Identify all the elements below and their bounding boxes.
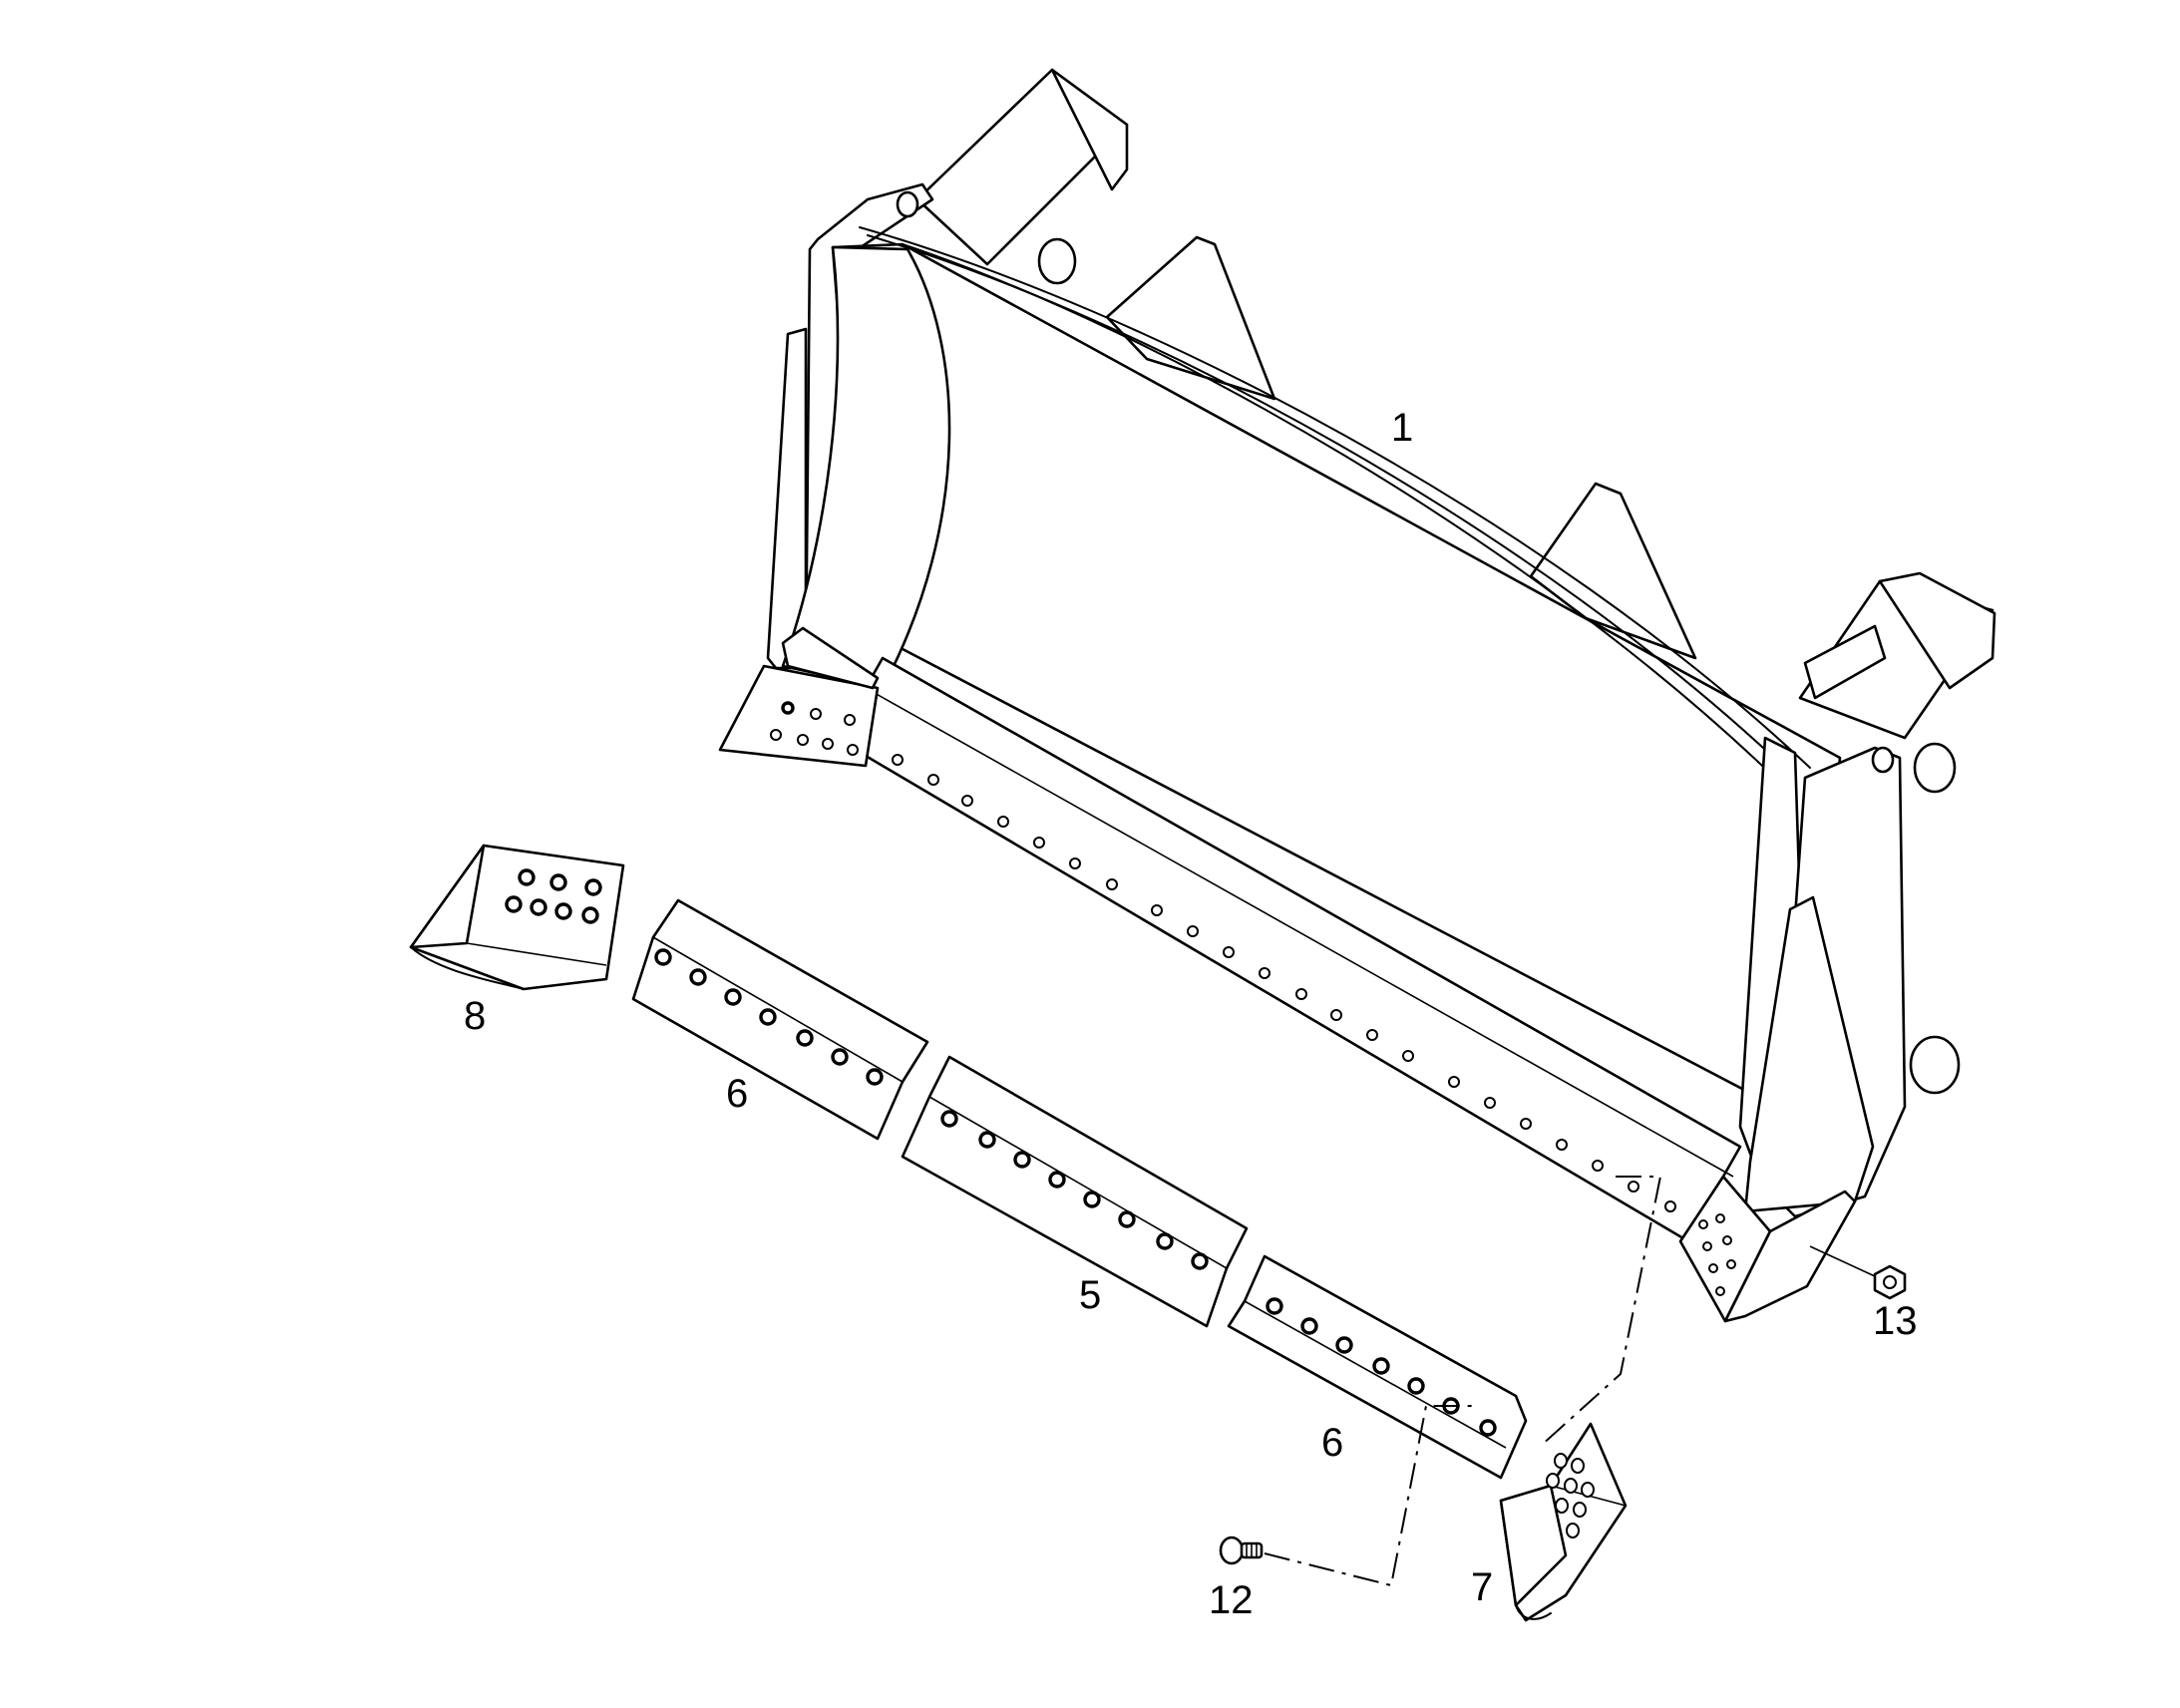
left-end-plate [718,626,880,768]
dozer-blade-assembly [718,68,1997,1323]
cutting-edge-right [1227,1254,1528,1480]
callout-13: 13 [1873,1299,1918,1343]
callout-7: 7 [1471,1565,1493,1609]
callout-5: 5 [1079,1273,1101,1317]
right-side-plate [1678,736,1907,1323]
cutting-edge-bolt-holes [892,754,1676,1212]
nut [1873,1264,1907,1300]
cutting-edge-center [901,1055,1249,1328]
cutting-edge-left [631,898,929,1141]
assembly-centerlines [1264,1176,1662,1587]
callout-labels: 1 5 6 6 7 8 12 13 [464,406,1918,1622]
callout-12: 12 [1209,1578,1254,1622]
leader-lines [1809,1245,1876,1277]
plow-bolt [1219,1536,1264,1565]
right-end-bit [1499,1422,1628,1622]
callout-1: 1 [1391,406,1413,450]
callout-6-right: 6 [1321,1421,1343,1465]
callout-8: 8 [464,994,486,1038]
rear-gusset-upper [1105,235,1276,401]
left-push-arm-mount [915,68,1129,285]
right-push-arm-mount [1798,571,1997,1095]
left-end-bit [409,844,625,991]
callout-6-left: 6 [726,1072,748,1116]
